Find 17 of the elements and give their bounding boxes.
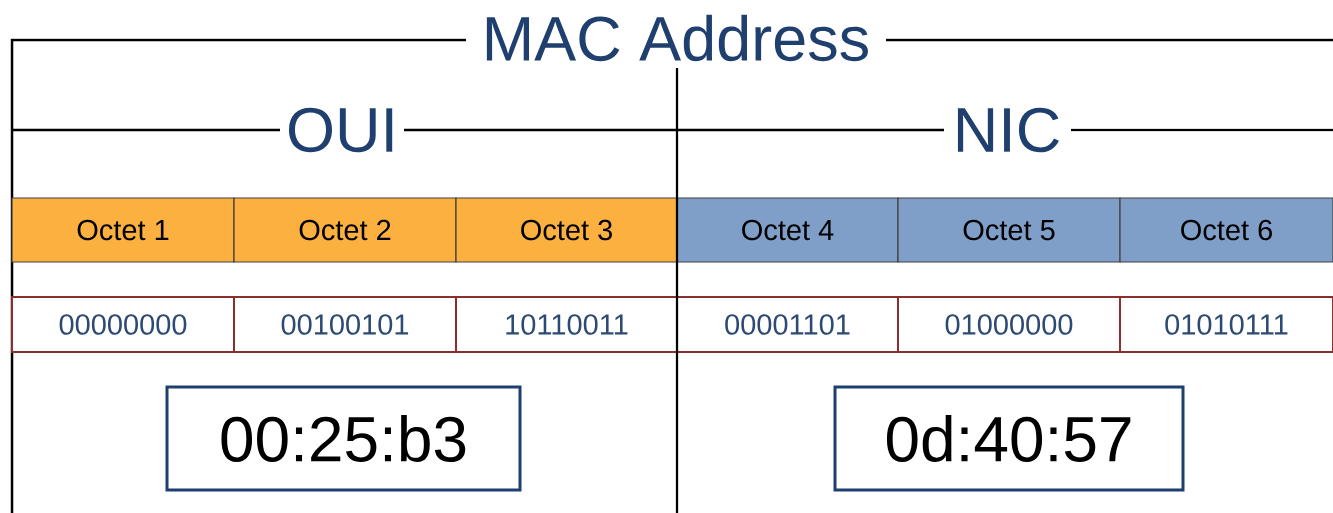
binary-cell: 00100101 — [233, 296, 457, 353]
octet-cell: Octet 3 — [455, 197, 678, 263]
octet-cell: Octet 1 — [11, 197, 235, 263]
binary-cell: 00001101 — [676, 296, 899, 353]
binary-cell: 01010111 — [1119, 296, 1333, 353]
hex-value-box: 00:25:b3 — [165, 385, 522, 492]
binary-cell: 01000000 — [897, 296, 1121, 353]
binary-cell: 10110011 — [455, 296, 678, 353]
title: MAC Address — [486, 14, 868, 62]
section-heading: OUI — [289, 107, 393, 153]
binary-cell: 00000000 — [11, 296, 235, 353]
octet-cell: Octet 4 — [676, 197, 899, 263]
octet-cell: Octet 2 — [233, 197, 457, 263]
octet-cell: Octet 6 — [1119, 197, 1333, 263]
hex-value-box: 0d:40:57 — [833, 385, 1185, 492]
section-heading: NIC — [957, 107, 1059, 153]
octet-cell: Octet 5 — [897, 197, 1121, 263]
